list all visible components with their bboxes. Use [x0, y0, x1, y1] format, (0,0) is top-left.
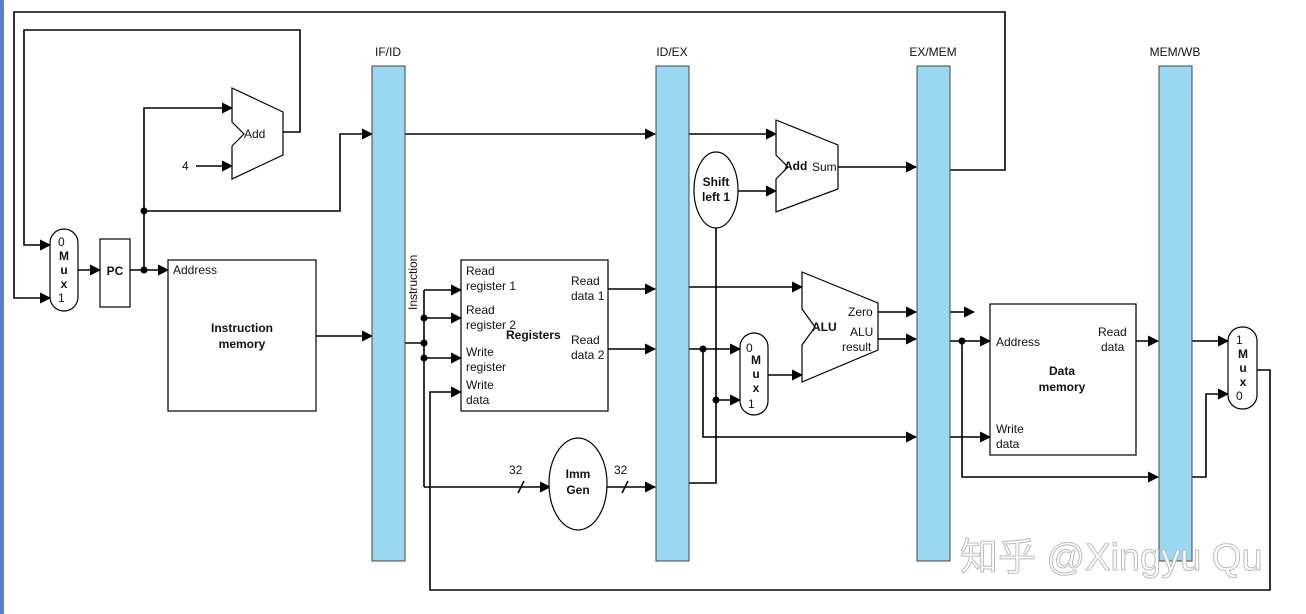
data-memory: Address Read data Data memory Write data	[989, 303, 1137, 456]
read-register-2-label: Read	[466, 303, 495, 317]
wb-mux-u: u	[1239, 361, 1246, 375]
alu-mux-x: x	[753, 381, 760, 395]
pc-mux-x: x	[61, 277, 68, 291]
mem-wb-label: MEM/WB	[1150, 45, 1201, 59]
imm-gen: Imm Gen 32 32	[509, 437, 628, 531]
dmem-write-data-label-2: data	[996, 437, 1020, 451]
branch-adder: Add Sum	[775, 119, 839, 213]
alu-mux-in0: 0	[746, 341, 753, 355]
id-ex-label: ID/EX	[656, 45, 687, 59]
pipeline-register-if-id: IF/ID	[371, 45, 406, 562]
if-id-label: IF/ID	[375, 45, 401, 59]
read-register-2-label-2: register 2	[466, 318, 516, 332]
alu-mux-m: M	[751, 353, 761, 367]
dmem-address-label: Address	[996, 335, 1040, 349]
imm-gen-out-width: 32	[614, 463, 628, 477]
registers-title: Registers	[506, 328, 561, 342]
imm-gen-line1: Imm	[566, 467, 591, 481]
shift-left-line2: left 1	[702, 190, 730, 204]
read-data-1-label: Read	[571, 274, 600, 288]
read-data-2-label: Read	[571, 333, 600, 347]
pc-label: PC	[107, 264, 124, 278]
alu-mux: 0 M u x 1	[739, 332, 769, 416]
alu-zero-label: Zero	[848, 305, 873, 319]
imem-title-line2: memory	[219, 337, 266, 351]
wb-mux-in1: 1	[1236, 333, 1243, 347]
alu: ALU Zero ALU result	[801, 271, 879, 383]
imem-title-line1: Instruction	[211, 321, 273, 335]
shift-left-line1: Shift	[703, 175, 730, 189]
imem-address-label: Address	[173, 263, 217, 277]
imm-gen-line2: Gen	[566, 483, 589, 497]
pc-mux-u: u	[60, 263, 67, 277]
pc-register: PC	[99, 238, 131, 308]
imm-gen-in-width: 32	[509, 463, 523, 477]
shift-left-1: Shift left 1	[693, 151, 739, 229]
alu-mux-in1: 1	[748, 397, 755, 411]
pipeline-register-mem-wb: MEM/WB	[1150, 45, 1201, 562]
pc-adder: Add 4	[182, 87, 284, 180]
dmem-title-line2: memory	[1039, 380, 1086, 394]
instruction-bus-label: Instruction	[406, 255, 420, 310]
pc-adder-constant: 4	[182, 159, 189, 173]
alu-mux-u: u	[752, 367, 759, 381]
alu-label: ALU	[812, 320, 837, 334]
write-data-label: Write	[466, 378, 494, 392]
instruction-memory: Address Instruction memory	[167, 259, 317, 412]
wb-mux-x: x	[1240, 375, 1247, 389]
wb-mux-m: M	[1238, 347, 1248, 361]
window-edge	[0, 0, 4, 614]
pc-mux: 0 M u x 1	[49, 228, 79, 312]
register-file: Read register 1 Read register 2 Write re…	[460, 259, 609, 412]
write-data-label-2: data	[466, 393, 490, 407]
branch-adder-label: Add	[784, 159, 807, 173]
dmem-read-data-label-2: data	[1101, 340, 1125, 354]
pc-mux-m: M	[59, 249, 69, 263]
read-register-1-label-2: register 1	[466, 279, 516, 293]
pc-mux-in0: 0	[58, 235, 65, 249]
pipeline-register-id-ex: ID/EX	[655, 45, 690, 562]
wires	[13, 11, 1271, 591]
wb-mux-in0: 0	[1236, 389, 1243, 403]
pipeline-register-ex-mem: EX/MEM	[909, 45, 957, 562]
wb-mux: 1 M u x 0	[1227, 326, 1258, 410]
dmem-read-data-label: Read	[1098, 325, 1127, 339]
read-register-1-label: Read	[466, 264, 495, 278]
dmem-write-data-label: Write	[996, 422, 1024, 436]
pc-mux-in1: 1	[58, 291, 65, 305]
pc-adder-label: Add	[244, 127, 265, 141]
branch-adder-sum: Sum	[812, 160, 837, 174]
watermark: 知乎 @Xingyu Qu	[960, 537, 1263, 579]
dmem-title-line1: Data	[1049, 364, 1075, 378]
read-data-2-label-2: data 2	[571, 348, 605, 362]
alu-result-label-2: result	[842, 340, 872, 354]
alu-result-label: ALU	[850, 325, 873, 339]
write-register-label: Write	[466, 345, 494, 359]
write-register-label-2: register	[466, 360, 506, 374]
read-data-1-label-2: data 1	[571, 289, 605, 303]
ex-mem-label: EX/MEM	[909, 45, 956, 59]
